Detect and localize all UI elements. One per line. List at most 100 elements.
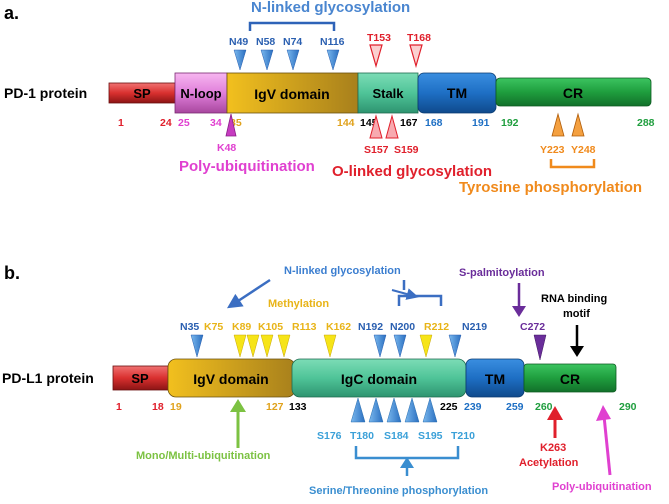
pdl1-poly-ub-label: Poly-ubiquitination [552,481,652,493]
pdl1-position: 290 [619,401,637,413]
pdl1-site-label: S184 [384,430,409,442]
pdl1-domain-tm-label: TM [485,371,505,387]
pdl1-position: 260 [535,401,553,413]
site-marker [190,334,204,358]
pd1-position: 168 [425,117,443,129]
site-marker [225,113,237,137]
pd1-site-label: S157 [364,144,389,156]
pdl1-ser-thr-label: Serine/Threonine phosphorylation [309,485,488,497]
pdl1-position: 225 [440,401,458,413]
pd1-position: 25 [178,117,190,129]
site-marker [368,397,384,423]
pd1-domain-stalk [357,72,419,114]
site-marker [533,334,547,361]
pdl1-site-label: S176 [317,430,342,442]
pd1-domain-nloop-label: N-loop [180,86,221,101]
pdl1-domain-cr-label: CR [560,371,580,387]
pdl1-s-palm-arrowhead [512,306,526,317]
pd1-position: 35 [230,117,242,129]
pdl1-poly-ub-arrowhead [596,405,611,421]
pdl1-domain-igv-label: IgV domain [193,371,268,387]
pd1-n-linked-bracket [248,21,336,31]
site-marker [277,334,291,358]
site-marker [260,334,274,358]
pdl1-rna-arrowhead [570,346,584,357]
pd1-site-label: T153 [367,32,391,44]
pdl1-n-linked-title: N-linked glycosylation [284,265,401,277]
pdl1-site-label: K162 [326,321,351,333]
pdl1-s-palm-label: S-palmitoylation [459,267,545,279]
pdl1-domain-igc-label: IgC domain [341,371,417,387]
site-marker [409,44,423,69]
panel-b-label: b. [4,263,20,283]
pd1-position: 191 [472,117,490,129]
site-marker [350,397,366,423]
pdl1-n-linked-bracket [397,280,443,306]
pdl1-site-label: R113 [292,321,317,333]
pd1-domain-cr-label: CR [563,85,583,101]
pd1-domain-sp-label: SP [133,86,151,101]
pd1-site-label: N74 [283,36,302,48]
pd1-position: 1 [118,117,124,129]
pdl1-mono-multi-arrowhead [230,399,246,412]
pdl1-rna-label-1: RNA binding [541,293,607,305]
pdl1-methylation-label: Methylation [268,298,329,310]
pd1-tyr-phos-label: Tyrosine phosphorylation [459,179,642,196]
pd1-protein-label: PD-1 protein [4,85,87,101]
pdl1-position: 1 [116,401,122,413]
pd1-site-label: N58 [256,36,275,48]
site-marker [369,114,383,139]
pd1-poly-ub-label: Poly-ubiquitination [179,158,315,175]
pdl1-n-linked-arrow [391,288,419,300]
site-marker [233,49,247,71]
pdl1-acetylation-label: Acetylation [519,457,579,469]
pdl1-site-label: T180 [350,430,374,442]
pd1-position: 167 [400,117,418,129]
pdl1-position: 127 [266,401,284,413]
pdl1-ser-thr-arrowhead [400,457,414,468]
site-marker [393,334,407,358]
pd1-n-linked-title: N-linked glycosylation [251,0,410,16]
pd1-domain-nloop [174,72,228,114]
site-marker [404,397,420,423]
pd1-position: 144 [337,117,355,129]
pdl1-position: 19 [170,401,182,413]
pdl1-site-label: N219 [462,321,487,333]
pd1-tyr-bracket [549,159,596,169]
site-marker [323,334,337,358]
pd1-site-label: S159 [394,144,419,156]
site-marker [419,334,433,358]
pdl1-site-label: N200 [390,321,415,333]
pd1-position: 192 [501,117,519,129]
pdl1-site-label: R212 [424,321,449,333]
pdl1-site-label: T210 [451,430,475,442]
pd1-position: 34 [210,117,222,129]
pd1-domain-stalk-label: Stalk [372,86,404,101]
pd1-site-label: Y223 [540,144,565,156]
site-marker [326,49,340,71]
pdl1-domain-cr [523,363,617,393]
site-marker [385,114,399,139]
pdl1-acetyl-arrowhead [547,406,563,420]
pd1-o-linked-label: O-linked glycosylation [332,163,492,180]
pdl1-rna-label-2: motif [563,308,590,320]
site-marker [233,334,247,358]
site-marker [260,49,274,71]
site-marker [571,112,585,137]
pd1-domain-igv [226,72,359,114]
pd1-site-label: Y248 [571,144,596,156]
site-marker [422,397,438,423]
site-marker [448,334,462,358]
pdl1-site-label: S195 [418,430,443,442]
pdl1-domain-sp-label: SP [131,371,149,386]
pd1-domain-igv-label: IgV domain [254,86,329,102]
pdl1-position: 18 [152,401,164,413]
site-marker [386,397,402,423]
pdl1-mono-multi-label: Mono/Multi-ubiquitination [136,450,271,462]
pdl1-position: 133 [289,401,307,413]
pdl1-site-label: K75 [204,321,223,333]
pdl1-site-label: K105 [258,321,283,333]
pdl1-position: 239 [464,401,482,413]
pd1-domain-cr [495,77,652,107]
